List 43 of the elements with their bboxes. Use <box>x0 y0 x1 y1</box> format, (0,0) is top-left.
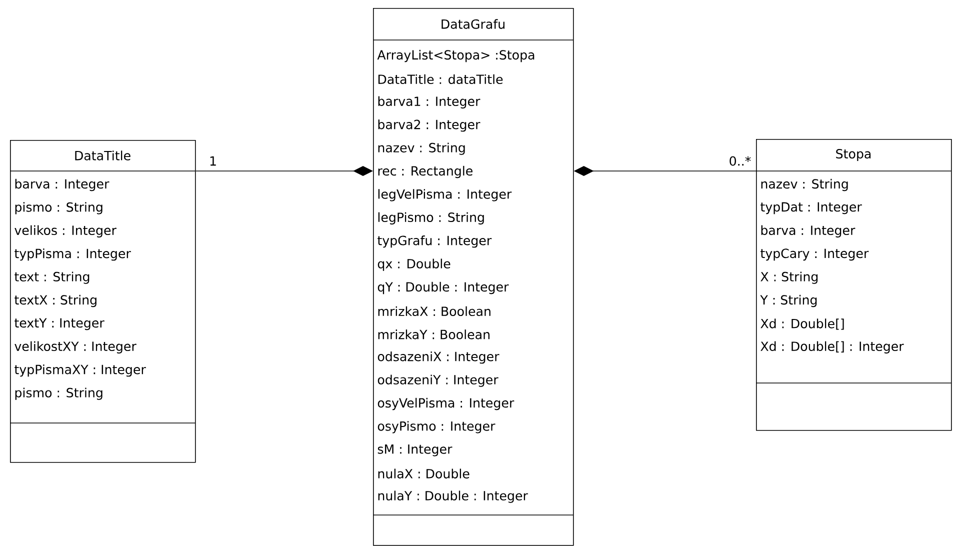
attribute-text: rec : Rectangle <box>378 166 472 178</box>
attribute-text: odsazeniX : Integer <box>378 352 500 364</box>
attribute-text: osyPismo : Integer <box>378 421 496 434</box>
attribute-text: qY : Double : Integer <box>378 282 509 294</box>
attribute-text: nazev : String <box>378 142 465 155</box>
attribute-text: nazev : String <box>761 178 848 192</box>
attribute-text: typPisma : Integer <box>14 248 131 261</box>
multiplicity-label: 0..* <box>728 155 752 167</box>
attribute-text: X : String <box>760 272 818 284</box>
attribute-text: pismo : String <box>15 388 102 400</box>
attribute-text: nulaX : Double <box>378 468 470 478</box>
class-name: DataGrafu <box>442 19 504 29</box>
attribute-text: textX : String <box>14 294 96 308</box>
attribute-text: DataTitle : dataTitle <box>378 74 503 84</box>
attribute-text: Xd : Double[] : Integer <box>760 341 904 354</box>
attribute-text: text : String <box>14 272 90 284</box>
attribute-text: typCary : Integer <box>760 248 869 261</box>
attribute-text: barva : Integer <box>761 225 856 238</box>
attribute-text: Y : String <box>760 294 817 308</box>
attribute-text: legPismo : String <box>378 212 484 224</box>
attribute-text: typDat : Integer <box>760 202 862 214</box>
attribute-text: typPismaXY : Integer <box>14 364 146 377</box>
attribute-text: legVelPisma : Integer <box>378 189 512 202</box>
attribute-text: barva2 : Integer <box>378 120 480 132</box>
attribute-text: pismo : String <box>15 202 102 214</box>
attribute-text: barva : Integer <box>15 178 110 192</box>
attribute-text: nulaY : Double : Integer <box>378 490 528 503</box>
class-name: DataTitle <box>75 150 130 160</box>
attribute-text: ArrayList<Stopa> :Stopa <box>377 50 534 62</box>
attribute-text: odsazeniY : Integer <box>378 374 498 387</box>
multiplicity-label: 1 <box>208 155 218 167</box>
attribute-text: sM : Integer <box>378 444 452 456</box>
attribute-text: barva1 : Integer <box>378 96 480 108</box>
attribute-text: Xd : Double[] <box>760 318 844 330</box>
attribute-text: osyVelPisma : Integer <box>378 398 514 410</box>
attribute-text: mrizkaX : Boolean <box>378 306 490 316</box>
class-name: Stopa <box>836 149 871 161</box>
attribute-text: velikostXY : Integer <box>14 341 136 354</box>
attribute-text: textY : Integer <box>14 318 104 330</box>
attribute-text: velikos : Integer <box>14 225 116 238</box>
attribute-text: typGrafu : Integer <box>378 236 492 248</box>
attribute-text: qx : Double <box>378 258 450 271</box>
attribute-text: mrizkaY : Boolean <box>378 330 490 340</box>
